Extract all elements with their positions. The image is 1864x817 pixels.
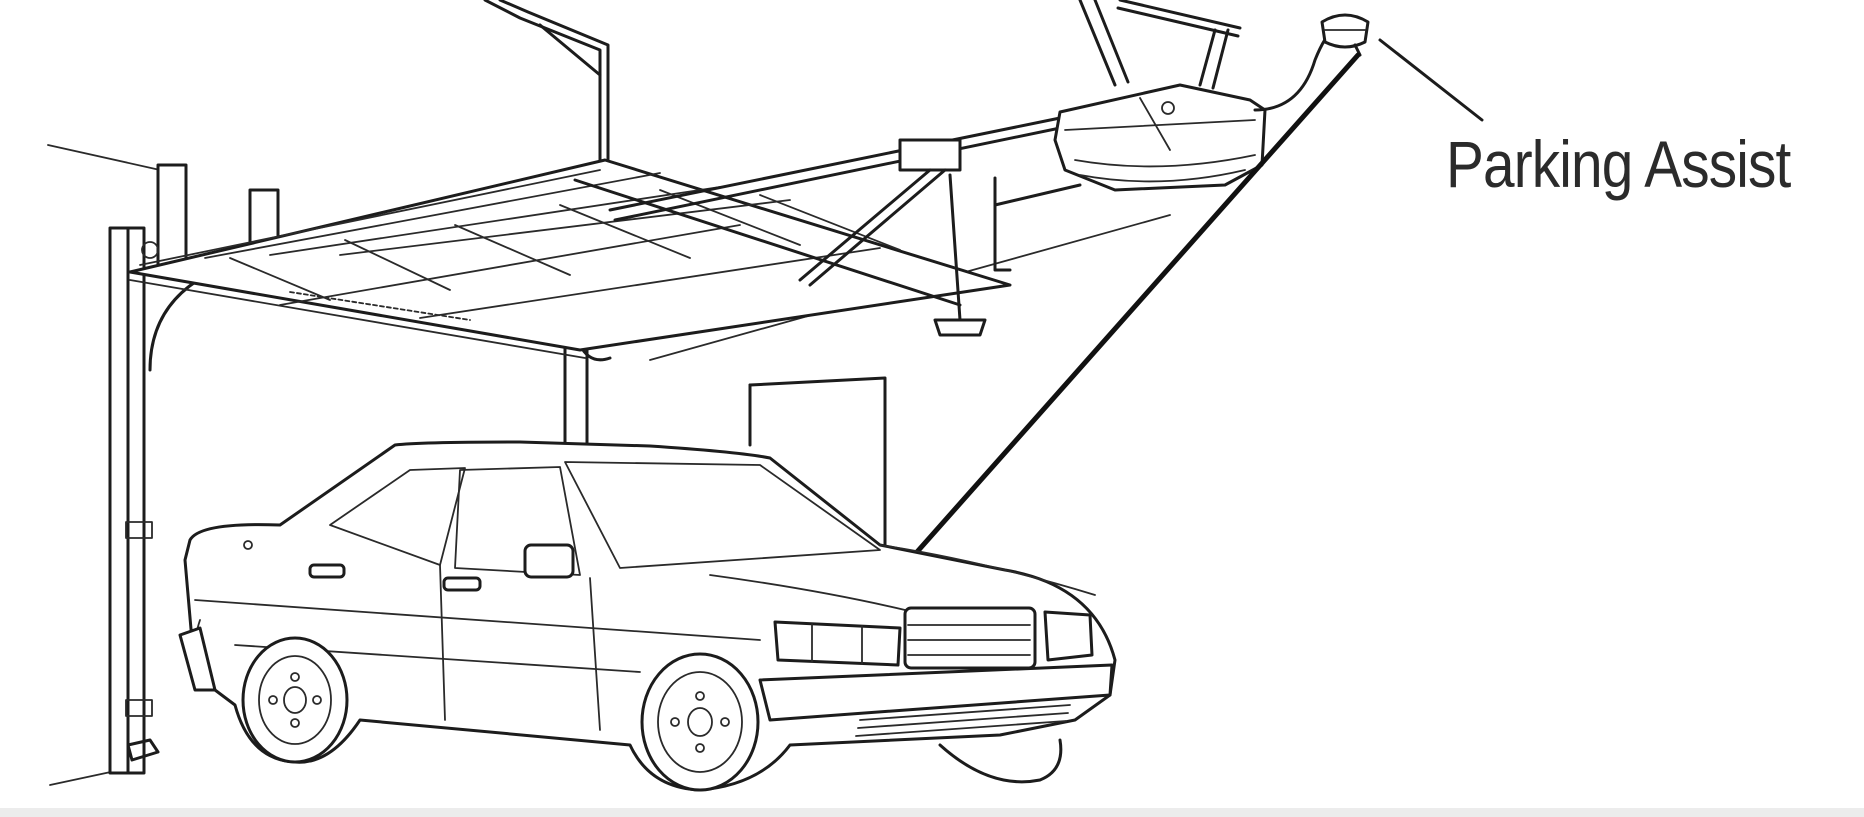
garage-door xyxy=(128,158,1012,359)
parking-assist-sensor xyxy=(1320,13,1370,57)
wall-door xyxy=(748,376,887,547)
front-wheel xyxy=(640,652,760,792)
bottom-border xyxy=(0,808,1864,817)
garage-door-opener xyxy=(1053,26,1337,192)
ceiling-hanger xyxy=(1078,0,1242,90)
opener-rail xyxy=(608,116,1082,337)
car xyxy=(178,440,1117,792)
callout-leader-line xyxy=(1378,38,1484,122)
rear-wheel xyxy=(241,636,349,764)
header-bracket xyxy=(483,0,610,167)
laser-beam xyxy=(882,52,1361,591)
callout-label-parking-assist: Parking Assist xyxy=(1446,127,1791,201)
